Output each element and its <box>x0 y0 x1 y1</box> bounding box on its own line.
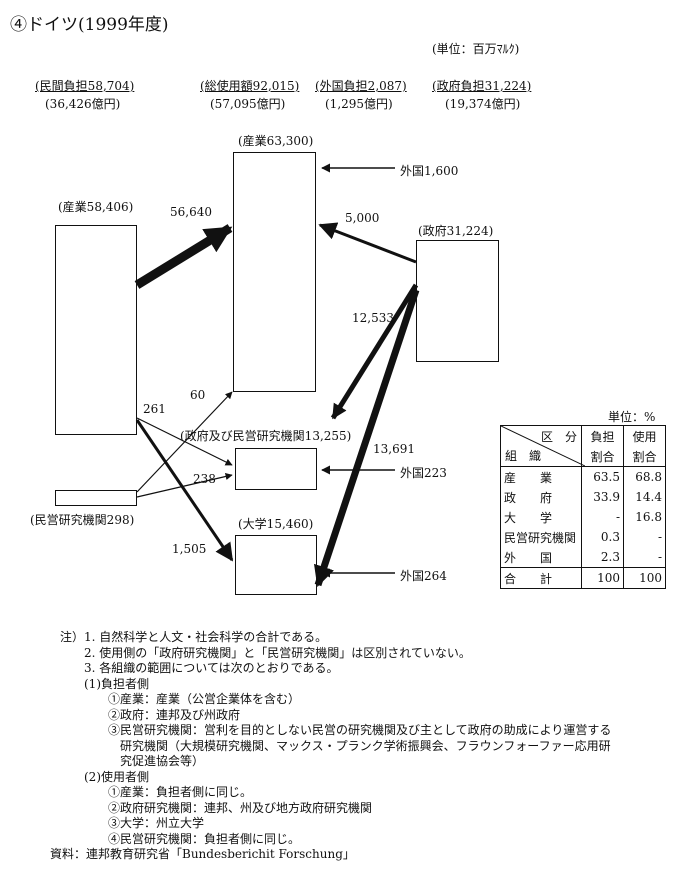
foreign-industry-label: 外国1,600 <box>400 164 459 178</box>
row-name: 政 府 <box>500 487 582 507</box>
arrow-gov-to-ind <box>318 222 417 264</box>
total-burden: 100 <box>581 567 624 589</box>
total-use-header: (総使用額92,015) <box>200 79 300 93</box>
note-line: ③大学：州立大学 <box>60 816 205 830</box>
note-line: 2. 使用側の「政府研究機関」と「民営研究機関」は区別されていない。 <box>60 645 471 660</box>
industry-source-label: (産業58,406) <box>58 200 134 214</box>
flow-label-priv-to-ind: 60 <box>190 388 206 402</box>
share-table-header-top: 区 分 <box>540 430 577 444</box>
table-row: 産 業 63.5 68.8 <box>500 466 666 487</box>
row-name: 大 学 <box>500 507 582 527</box>
research-institute-destination-box <box>235 448 317 490</box>
industry-destination-label: (産業63,300) <box>238 134 314 148</box>
note-line: ②政府：連邦及び州政府 <box>60 707 241 722</box>
private-burden-header: (民間負担58,704) <box>35 79 135 93</box>
note-line: ④民営研究機関：負担者側に同じ。 <box>60 831 301 846</box>
row-use: - <box>623 547 666 568</box>
government-source-label: (政府31,224) <box>418 224 494 238</box>
arrow-ind-to-univ <box>135 419 234 562</box>
table-row: 外 国 2.3 - <box>500 547 666 568</box>
note-line: ②政府研究機関：連邦、州及び地方政府研究機関 <box>60 800 373 815</box>
row-use: 14.4 <box>623 487 666 507</box>
col-burden-1: 負担 <box>581 425 624 446</box>
flow-label-gov-to-ind: 5,000 <box>345 211 380 225</box>
private-institute-source-box <box>55 490 137 506</box>
note-line: ①産業：負担者側に同じ。 <box>60 785 253 799</box>
industry-destination-box <box>233 152 316 392</box>
government-source-box <box>416 240 499 362</box>
foreign-research-label: 外国223 <box>400 466 447 480</box>
col-use-2: 割合 <box>623 446 666 467</box>
foreign-burden-header: (外国負担2,087) <box>315 79 407 93</box>
table-total-row: 合 計 100 100 <box>500 567 666 589</box>
research-institute-label: (政府及び民営研究機関13,255) <box>180 429 352 443</box>
row-burden: 63.5 <box>581 466 624 487</box>
row-burden: - <box>581 507 624 527</box>
notes-section: 注）1. 自然科学と人文・社会科学の合計である。 2. 使用側の「政府研究機関」… <box>50 630 680 863</box>
flow-label-gov-to-research: 12,533 <box>352 311 394 325</box>
note-line: ③民営研究機関：営利を目的としない民営の研究機関及び主として政府の助成により運営… <box>60 723 612 737</box>
col-use-1: 使用 <box>623 425 666 446</box>
private-burden-yen: (36,426億円) <box>45 97 121 111</box>
table-row: 大 学 - 16.8 <box>500 507 666 527</box>
flow-label-priv-to-univ: 1,505 <box>172 542 207 556</box>
share-table-header-left: 組 織 <box>505 449 542 463</box>
source-line: 資料：連邦教育研究省「Bundesberichit Forschung」 <box>50 847 355 861</box>
note-line: ①産業：産業（公営企業体を含む） <box>60 692 301 706</box>
share-table-unit: 単位：% <box>608 410 656 424</box>
row-name: 産 業 <box>500 466 582 487</box>
foreign-burden-yen: (1,295億円) <box>325 97 393 111</box>
col-burden-2: 割合 <box>581 446 624 467</box>
gov-burden-yen: (19,374億円) <box>445 97 521 111</box>
arrow-gov-to-univ <box>313 288 420 587</box>
row-name: 外 国 <box>500 547 582 568</box>
note-line: 注）1. 自然科学と人文・社会科学の合計である。 <box>60 630 328 644</box>
foreign-university-label: 外国264 <box>400 569 447 583</box>
flow-label-ind-to-ind: 56,640 <box>170 205 212 219</box>
arrow-ind-to-ind <box>134 224 233 289</box>
flow-label-ind-to-other: 261 <box>143 402 166 416</box>
note-line: (2)使用者側 <box>60 769 149 784</box>
arrow-priv-to-ind <box>136 391 233 493</box>
flow-label-priv-to-research: 238 <box>193 472 216 486</box>
university-destination-box <box>235 535 317 595</box>
row-burden: 2.3 <box>581 547 624 568</box>
total-use-yen: (57,095億円) <box>210 97 286 111</box>
industry-source-box <box>55 225 137 435</box>
note-line: 究促進協会等） <box>60 754 205 768</box>
flow-label-gov-to-univ: 13,691 <box>373 442 415 456</box>
row-use: - <box>623 527 666 547</box>
arrow-priv-to-research <box>136 472 233 498</box>
unit-label: (単位：百万ﾏﾙｸ) <box>432 42 520 56</box>
university-label: (大学15,460) <box>238 517 314 531</box>
note-line: 3. 各組織の範囲については次のとおりである。 <box>60 661 339 675</box>
private-institute-source-label: (民営研究機関298) <box>30 513 135 527</box>
note-line: (1)負担者側 <box>60 676 149 691</box>
row-use: 68.8 <box>623 466 666 487</box>
total-name: 合 計 <box>500 567 582 589</box>
page-title: ④ドイツ(1999年度) <box>10 15 169 35</box>
share-table: 区 分 組 織 負担 使用 割合 割合 産 業 63.5 68.8 政 府 33… <box>500 425 666 589</box>
table-row: 政 府 33.9 14.4 <box>500 487 666 507</box>
share-table-corner: 区 分 組 織 <box>500 425 585 467</box>
table-row: 民営研究機関 0.3 - <box>500 527 666 547</box>
row-burden: 0.3 <box>581 527 624 547</box>
row-use: 16.8 <box>623 507 666 527</box>
gov-burden-header: (政府負担31,224) <box>432 79 532 93</box>
row-burden: 33.9 <box>581 487 624 507</box>
arrow-gov-to-research <box>330 283 419 420</box>
total-use: 100 <box>623 567 666 589</box>
note-line: 研究機関（大規模研究機関、マックス・プランク学術振興会、フラウンフォーファー応用… <box>60 738 611 753</box>
row-name: 民営研究機関 <box>500 527 582 547</box>
